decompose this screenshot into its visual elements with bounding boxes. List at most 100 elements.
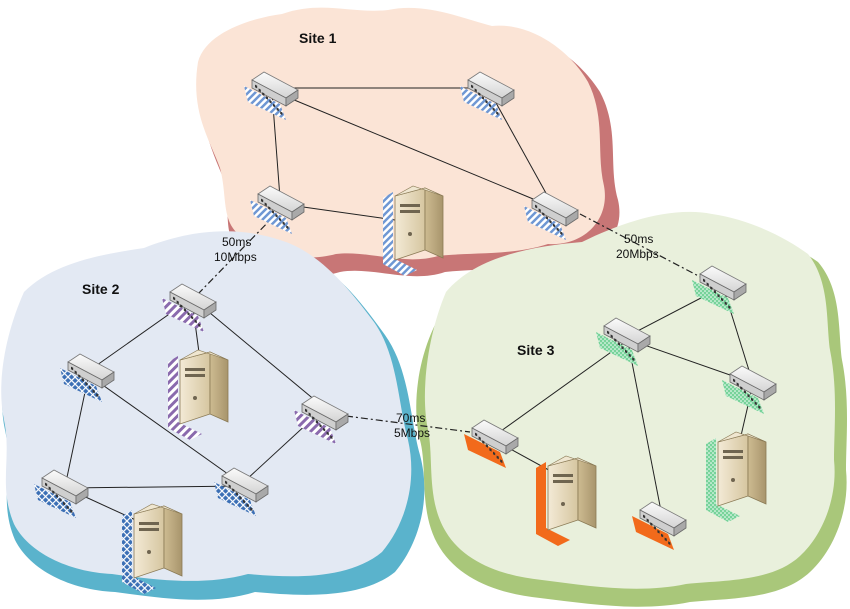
switch-port bbox=[607, 330, 610, 335]
site3-cloud bbox=[424, 211, 835, 589]
switch-pad bbox=[162, 298, 204, 332]
switch-port bbox=[262, 92, 265, 96]
switch-port bbox=[724, 301, 727, 306]
switch-port bbox=[471, 84, 474, 89]
switch-port bbox=[228, 484, 231, 489]
link-s3-b-e bbox=[627, 341, 663, 517]
switch-port bbox=[747, 393, 750, 398]
switch-port bbox=[70, 509, 73, 514]
switch-port bbox=[74, 370, 77, 375]
server-drive-bay bbox=[185, 374, 205, 377]
switch-port bbox=[489, 103, 492, 108]
site1-switch-c bbox=[250, 185, 305, 234]
site2-switch-b bbox=[60, 353, 115, 402]
server-power-button bbox=[193, 396, 197, 400]
server-top-face bbox=[179, 349, 229, 361]
server-top-face bbox=[717, 431, 767, 443]
link-s2-b-e bbox=[89, 375, 243, 485]
server-power-button bbox=[408, 232, 412, 236]
site2-switch-e bbox=[214, 467, 269, 516]
server-side-face bbox=[747, 433, 767, 505]
server-side-face bbox=[577, 457, 597, 529]
switch-port bbox=[703, 278, 706, 283]
site3-switch-e bbox=[632, 501, 687, 550]
switch-port bbox=[485, 444, 489, 448]
site3-label: Site 3 bbox=[517, 342, 555, 358]
link-s3-b-d bbox=[493, 339, 629, 437]
switch-port bbox=[721, 297, 724, 302]
switch-port bbox=[650, 522, 653, 526]
server-top-face bbox=[133, 503, 183, 515]
switch-port bbox=[59, 497, 62, 502]
switch-port bbox=[264, 202, 267, 207]
switch-port bbox=[478, 436, 481, 441]
site2-server-a bbox=[168, 349, 229, 440]
switch-pad bbox=[722, 380, 764, 414]
site3-switch-d bbox=[464, 419, 519, 468]
server-front-face bbox=[133, 505, 165, 579]
switch-port bbox=[632, 357, 635, 362]
server-front-face bbox=[547, 457, 579, 531]
switch-port bbox=[52, 490, 55, 494]
switch-port bbox=[496, 455, 499, 460]
server-pad bbox=[536, 462, 570, 546]
switch-port bbox=[280, 111, 283, 116]
site3-switch-c bbox=[722, 365, 777, 414]
site2-switch-c bbox=[294, 395, 349, 444]
switch-port bbox=[713, 290, 717, 294]
server-side-face bbox=[209, 351, 229, 423]
switch-port bbox=[235, 492, 239, 496]
switch-port bbox=[286, 225, 289, 230]
switch-side-face bbox=[255, 485, 269, 503]
server-top-face bbox=[547, 455, 597, 467]
switch-port bbox=[621, 345, 624, 350]
switch-port bbox=[610, 334, 613, 339]
wan-link-s2-s3 bbox=[345, 415, 471, 433]
switch-port bbox=[55, 494, 59, 498]
switch-port bbox=[250, 507, 253, 512]
switch-pad bbox=[214, 482, 256, 516]
switch-port bbox=[556, 227, 559, 232]
switch-pad bbox=[632, 516, 674, 550]
switch-port bbox=[96, 393, 99, 398]
server-drive-bay bbox=[139, 522, 159, 525]
switch-port bbox=[183, 308, 187, 312]
switch-port bbox=[176, 300, 179, 305]
switch-port bbox=[493, 451, 496, 456]
switch-port bbox=[243, 499, 246, 504]
switch-port bbox=[282, 221, 285, 226]
switch-port bbox=[89, 385, 92, 390]
switch-side-face bbox=[637, 335, 651, 353]
switch-port bbox=[643, 514, 646, 519]
server-drive-bay bbox=[553, 480, 573, 483]
switch-port bbox=[617, 342, 621, 346]
server-drive-bay bbox=[553, 474, 573, 477]
link-s1-a-d bbox=[274, 91, 551, 207]
switch-port bbox=[225, 480, 228, 485]
switch-pad bbox=[294, 410, 336, 444]
site1-label: Site 1 bbox=[299, 30, 337, 46]
switch-port bbox=[740, 386, 743, 390]
server-power-button bbox=[731, 478, 735, 482]
switch-port bbox=[308, 412, 311, 417]
wan-s1-s3-latency: 50ms bbox=[624, 232, 653, 246]
switch-port bbox=[265, 96, 269, 100]
switch-port bbox=[261, 198, 264, 203]
switch-port bbox=[545, 216, 549, 220]
switch-port bbox=[269, 99, 272, 104]
switch-port bbox=[485, 99, 488, 104]
switch-port bbox=[628, 353, 631, 358]
link-s1-b-d bbox=[489, 91, 553, 205]
switch-port bbox=[312, 416, 315, 420]
switch-port bbox=[85, 381, 88, 386]
server-drive-bay bbox=[185, 368, 205, 371]
site1-switch-b bbox=[460, 71, 515, 120]
switch-port bbox=[710, 286, 713, 290]
switch-port bbox=[625, 349, 628, 354]
site2-switch-d bbox=[34, 469, 89, 518]
site3-switch-b bbox=[596, 317, 651, 366]
switch-port bbox=[173, 296, 176, 301]
switch-port bbox=[258, 88, 261, 93]
switch-port bbox=[481, 96, 485, 100]
